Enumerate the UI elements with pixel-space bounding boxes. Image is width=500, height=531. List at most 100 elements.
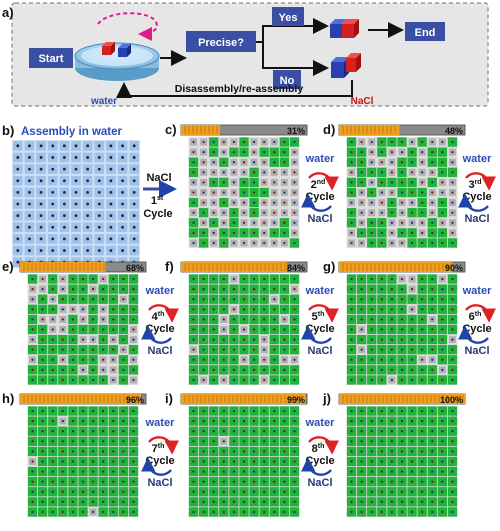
tile-dot: [192, 181, 195, 184]
tile-dot: [451, 348, 454, 351]
tile-dot: [132, 225, 136, 229]
tile-dot: [242, 161, 246, 164]
tile-dot: [451, 298, 454, 301]
tile-dot: [400, 510, 404, 514]
tile-dot: [39, 144, 43, 148]
tile-dot: [39, 249, 43, 252]
tile-dot: [41, 338, 44, 341]
tile-dot: [380, 348, 383, 351]
tile-dot: [410, 430, 414, 433]
tile-dot: [112, 378, 115, 382]
tile-dot: [41, 430, 44, 433]
tile-dot: [192, 298, 195, 301]
tile-dot: [431, 368, 434, 371]
assembly-grid: [12, 140, 140, 268]
tile-dot: [122, 378, 125, 382]
tile-dot: [350, 378, 353, 382]
tile-dot: [132, 237, 136, 241]
tile-dot: [212, 450, 215, 453]
tile-dot: [202, 378, 205, 382]
tile-dot: [421, 348, 424, 351]
tile-dot: [62, 237, 66, 241]
tile-dot: [102, 420, 105, 423]
tile-dot: [242, 231, 246, 234]
tile-dot: [51, 378, 54, 382]
tile-dot: [400, 358, 404, 361]
tile-dot: [370, 430, 373, 433]
tile-dot: [28, 167, 31, 171]
tile-dot: [112, 480, 115, 483]
tile-dot: [31, 318, 34, 321]
tile-dot: [51, 202, 55, 206]
tile-dot: [370, 348, 373, 351]
tile-dot: [283, 420, 286, 423]
tile-dot: [252, 211, 256, 214]
tile-dot: [242, 277, 246, 281]
tile-dot: [252, 490, 256, 493]
tile-dot: [431, 348, 434, 351]
tile-dot: [380, 318, 383, 321]
tile-dot: [71, 378, 75, 382]
cycle-number: 7th: [152, 443, 165, 455]
progress-fill: [181, 262, 287, 272]
tile-dot: [192, 201, 195, 204]
tile-dot: [212, 510, 215, 514]
tile-dot: [51, 288, 54, 291]
tile-dot: [273, 231, 276, 234]
tile-dot: [242, 409, 246, 413]
tile-dot: [410, 368, 414, 371]
progress-fill: [181, 394, 306, 404]
tile-dot: [400, 161, 404, 164]
tile-dot: [91, 490, 95, 493]
tile-dot: [61, 430, 64, 433]
tile-dot: [41, 510, 44, 514]
tile-dot: [61, 368, 64, 371]
tile-dot: [263, 470, 266, 473]
tile-dot: [431, 450, 434, 453]
tile-dot: [263, 231, 266, 234]
tile-dot: [51, 460, 54, 463]
tile-dot: [192, 221, 195, 224]
tile-dot: [370, 378, 373, 382]
tile-dot: [232, 288, 236, 291]
tile-dot: [441, 420, 444, 423]
cycle-arrow-red: [308, 436, 339, 455]
tile-dot: [41, 420, 44, 423]
tile-dot: [91, 277, 95, 281]
tile-dot: [41, 500, 44, 503]
tile-dot: [62, 225, 66, 229]
tile-dot: [451, 231, 454, 234]
tile-dot: [51, 450, 54, 453]
tile-dot: [232, 338, 236, 341]
tile-dot: [350, 181, 353, 184]
cycle-arrow-red: [465, 304, 496, 323]
tile-dot: [31, 298, 34, 301]
tile-dot: [222, 409, 225, 413]
tile-dot: [273, 440, 276, 443]
tile-dot: [441, 161, 444, 164]
tile-dot: [441, 231, 444, 234]
tile-dot: [370, 308, 373, 311]
first-cycle-num: 1st: [151, 195, 164, 207]
tile-dot: [263, 191, 266, 194]
tile-dot: [51, 179, 55, 183]
tile-dot: [360, 171, 363, 174]
tile-dot: [431, 430, 434, 433]
tile-dot: [31, 368, 34, 371]
tile-dot: [252, 510, 256, 514]
tile-dot: [202, 211, 205, 214]
tile-dot: [71, 510, 75, 514]
tile-dot: [273, 358, 276, 361]
tile-dot: [102, 490, 105, 493]
tile-dot: [212, 480, 215, 483]
tile-dot: [122, 430, 125, 433]
tile-dot: [132, 430, 135, 433]
progress-percent: 99%: [287, 395, 305, 405]
tile-dot: [400, 338, 404, 341]
end-label: End: [415, 27, 436, 39]
tile-dot: [410, 420, 414, 423]
tile-dot: [370, 420, 373, 423]
tile-dot: [441, 221, 444, 224]
tile-dot: [41, 308, 44, 311]
cycle-water: water: [305, 153, 335, 165]
